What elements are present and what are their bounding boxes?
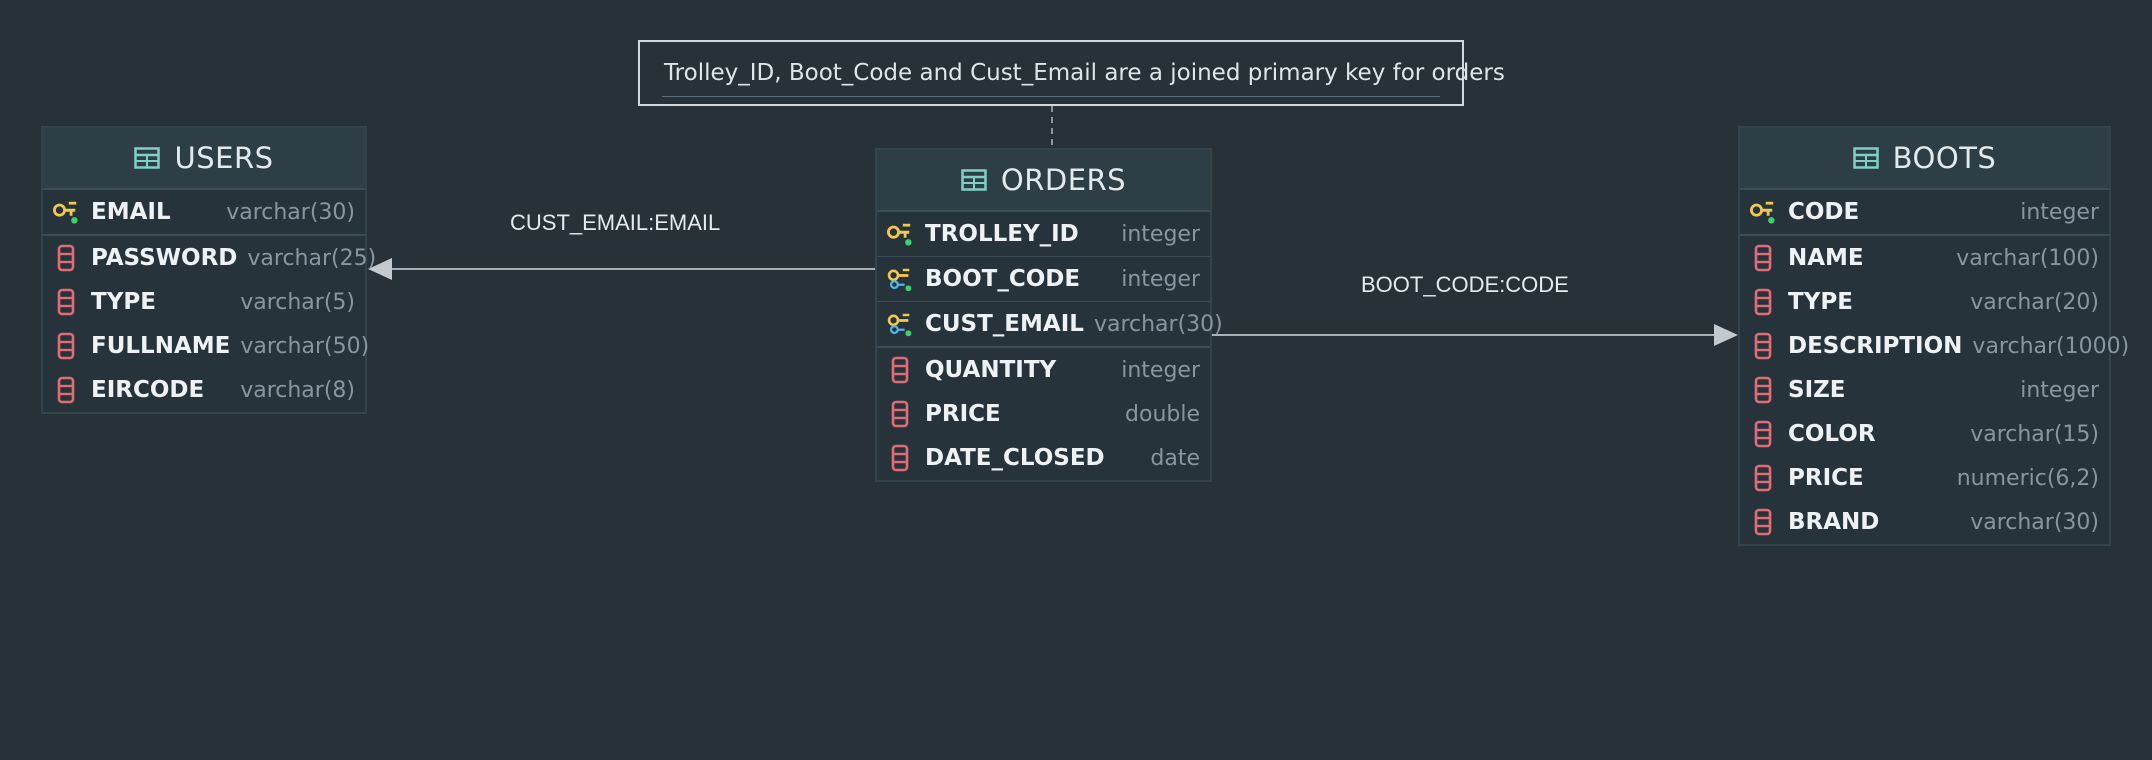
column-name: TYPE bbox=[1788, 289, 1853, 315]
orders-boots-relation-label[interactable]: BOOT_CODE:CODE bbox=[1361, 272, 1569, 297]
orders-table-title: ORDERS bbox=[1000, 163, 1127, 197]
column-name: EIRCODE bbox=[91, 377, 205, 403]
users-column-row[interactable]: EIRCODE varchar(8) bbox=[43, 368, 365, 412]
column-name: NAME bbox=[1788, 245, 1864, 271]
primary-key-icon bbox=[53, 197, 79, 227]
foreign-key-icon bbox=[887, 264, 913, 294]
table-icon bbox=[1852, 147, 1879, 169]
column-name: BRAND bbox=[1788, 509, 1880, 535]
column-type: integer bbox=[1121, 266, 1200, 292]
column-name: CODE bbox=[1788, 199, 1860, 225]
boots-column-row[interactable]: COLOR varchar(15) bbox=[1740, 412, 2109, 456]
users-arrowhead bbox=[368, 258, 392, 280]
column-type: varchar(1000) bbox=[1972, 333, 2130, 359]
orders-column-row[interactable]: DATE_CLOSED date bbox=[877, 436, 1210, 480]
boots-column-row[interactable]: CODE integer bbox=[1740, 190, 2109, 236]
column-name: DESCRIPTION bbox=[1788, 333, 1963, 359]
column-icon bbox=[53, 243, 79, 273]
column-type: double bbox=[1125, 401, 1200, 427]
orders-column-row[interactable]: CUST_EMAIL varchar(30) bbox=[877, 302, 1223, 348]
column-name: COLOR bbox=[1788, 421, 1876, 447]
column-icon bbox=[1750, 419, 1776, 449]
users-column-row[interactable]: TYPE varchar(5) bbox=[43, 280, 365, 324]
boots-column-row[interactable]: DESCRIPTION varchar(1000) bbox=[1740, 324, 2129, 368]
column-type: integer bbox=[2020, 199, 2099, 225]
orders-column-row[interactable]: QUANTITY integer bbox=[877, 348, 1210, 392]
column-type: varchar(30) bbox=[1970, 509, 2099, 535]
boots-column-row[interactable]: TYPE varchar(20) bbox=[1740, 280, 2109, 324]
column-icon bbox=[887, 355, 913, 385]
column-name: DATE_CLOSED bbox=[925, 445, 1105, 471]
column-name: FULLNAME bbox=[91, 333, 231, 359]
column-name: CUST_EMAIL bbox=[925, 311, 1084, 337]
boots-table-title: BOOTS bbox=[1892, 141, 1997, 175]
table-icon bbox=[961, 169, 987, 191]
column-type: varchar(20) bbox=[1970, 289, 2099, 315]
users-table-header[interactable]: USERS bbox=[43, 128, 365, 190]
column-type: varchar(8) bbox=[240, 377, 355, 403]
users-table-title: USERS bbox=[174, 141, 274, 175]
users-column-row[interactable]: EMAIL varchar(30) bbox=[43, 190, 365, 236]
column-name: PRICE bbox=[925, 401, 1001, 427]
column-type: integer bbox=[1121, 221, 1200, 247]
column-name: EMAIL bbox=[91, 199, 171, 225]
boots-arrowhead bbox=[1714, 324, 1738, 346]
diagram-note[interactable]: Trolley_ID, Boot_Code and Cust_Email are… bbox=[638, 40, 1505, 106]
users-orders-relation-label[interactable]: CUST_EMAIL:EMAIL bbox=[510, 210, 721, 235]
column-icon bbox=[53, 331, 79, 361]
column-name: BOOT_CODE bbox=[925, 266, 1081, 292]
primary-key-icon bbox=[1750, 197, 1776, 227]
boots-table-header[interactable]: BOOTS bbox=[1740, 128, 2109, 190]
column-type: varchar(100) bbox=[1956, 245, 2099, 271]
column-icon bbox=[887, 399, 913, 429]
column-icon bbox=[1750, 463, 1776, 493]
column-type: integer bbox=[2020, 377, 2099, 403]
column-name: QUANTITY bbox=[925, 357, 1057, 383]
column-type: varchar(25) bbox=[247, 245, 377, 271]
users-column-row[interactable]: FULLNAME varchar(50) bbox=[43, 324, 369, 368]
table-icon bbox=[134, 147, 161, 169]
note-underline bbox=[662, 96, 1440, 97]
boots-column-row[interactable]: NAME varchar(100) bbox=[1740, 236, 2109, 280]
column-icon bbox=[887, 443, 913, 473]
column-name: PASSWORD bbox=[91, 245, 238, 271]
orders-column-row[interactable]: BOOT_CODE integer bbox=[877, 257, 1210, 302]
boots-column-row[interactable]: PRICE numeric(6,2) bbox=[1740, 456, 2109, 500]
note-text: Trolley_ID, Boot_Code and Cust_Email are… bbox=[664, 60, 1505, 86]
column-type: varchar(30) bbox=[1093, 311, 1223, 337]
column-type: integer bbox=[1121, 357, 1200, 383]
column-name: PRICE bbox=[1788, 465, 1864, 491]
column-type: numeric(6,2) bbox=[1956, 465, 2099, 491]
column-icon bbox=[1750, 375, 1776, 405]
column-name: SIZE bbox=[1788, 377, 1846, 403]
orders-column-row[interactable]: TROLLEY_ID integer bbox=[877, 212, 1210, 257]
column-type: varchar(50) bbox=[240, 333, 370, 359]
column-name: TROLLEY_ID bbox=[925, 221, 1079, 247]
orders-table-header[interactable]: ORDERS bbox=[877, 150, 1210, 212]
column-icon bbox=[1750, 287, 1776, 317]
column-name: TYPE bbox=[91, 289, 156, 315]
boots-column-row[interactable]: BRAND varchar(30) bbox=[1740, 500, 2109, 544]
column-icon bbox=[1750, 243, 1776, 273]
column-type: varchar(15) bbox=[1970, 421, 2099, 447]
column-icon bbox=[53, 375, 79, 405]
column-icon bbox=[53, 287, 79, 317]
column-type: date bbox=[1150, 445, 1200, 471]
boots-column-row[interactable]: SIZE integer bbox=[1740, 368, 2109, 412]
primary-key-icon bbox=[887, 219, 913, 249]
column-type: varchar(5) bbox=[240, 289, 355, 315]
column-icon bbox=[1750, 507, 1776, 537]
column-icon bbox=[1750, 331, 1776, 361]
column-type: varchar(30) bbox=[226, 199, 355, 225]
users-table[interactable]: USERS EMAIL varchar(30) PASSWORD varchar(25… bbox=[41, 126, 376, 414]
users-column-row[interactable]: PASSWORD varchar(25) bbox=[43, 236, 376, 280]
foreign-key-icon bbox=[887, 309, 913, 339]
orders-column-row[interactable]: PRICE double bbox=[877, 392, 1210, 436]
